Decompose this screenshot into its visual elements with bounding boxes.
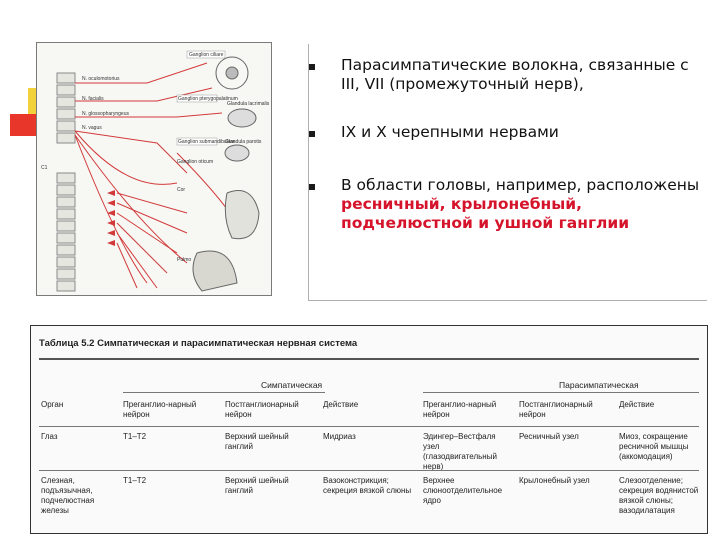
label-lacrimalis: Glandula lacrimalis [227,101,270,107]
label-oticum: Ganglion oticum [177,159,213,165]
table-cell: Т1–Т2 [123,432,147,441]
diagram-drawing: Ganglion ciliare N. oculomotorius N. fac… [41,50,270,292]
gland-organ [227,108,257,128]
header-action-symp: Действие [323,400,359,409]
comparison-table: Таблица 5.2 Симпатическая и парасимпатич… [30,325,708,534]
table-cell: Глаз [41,432,58,441]
bullet-text: В области головы, например, расположены … [341,176,701,233]
label-pulmo: Pulmo [177,257,191,263]
table-cell: Верхний шейный ганглий [225,432,289,451]
parasympathetic-diagram: Ganglion ciliare N. oculomotorius N. fac… [36,42,272,296]
parotid-organ [224,144,250,162]
bullet-square-icon [309,131,315,137]
eye-organ [215,56,249,90]
header-action-para: Действие [619,400,655,409]
table-cell: Верхнее слюноотделительное ядро [423,476,503,505]
nerve-fibers [74,62,238,289]
table-cell: Эдингер–Вестфаля узел (глазодвигательный… [423,432,497,471]
group-sympathetic: Симпатическая [261,380,323,390]
table-title: Таблица 5.2 Симпатическая и парасимпатич… [39,338,358,349]
table-cell: Ресничный узел [519,432,579,441]
afferent-arrows [107,190,115,246]
label-facialis: N. facialis [82,96,104,102]
label-submandibulare: Ganglion submandibulare [178,139,235,145]
ganglia-highlight: ресничный, крылонебный, подчелюстной и у… [341,195,630,232]
slide-accent-red [10,114,44,136]
label-cor: Cor [177,187,185,193]
bullet-text: Парасимпатические волокна, связанные с I… [341,56,689,93]
label-glossopharyngeus: N. glossopharyngeus [82,111,129,117]
header-post-para: Постганглионарный нейрон [519,400,593,419]
table-cell: Верхний шейный ганглий [225,476,289,495]
header-organ: Орган [41,400,64,409]
table-cell: Мидриаз [323,432,356,441]
table-cell: Слезоотделение; секреция водянистой вязк… [619,476,699,515]
header-pre-para: Преганглио-нарный нейрон [423,400,497,419]
label-vagus: N. vagus [82,125,102,131]
label-ganglion-ciliare: Ganglion ciliare [189,52,224,58]
spinal-column [56,72,76,292]
table-cell: Вазоконстрикция; секреция вязкой слюны [323,476,412,495]
bullet-square-icon [309,64,315,70]
header-post-symp: Постганглионарный нейрон [225,400,299,419]
table-cell: Т1–Т2 [123,476,147,485]
table-cell: Слезная, подъязычная, подчелюстная желез… [41,476,95,515]
bullet-square-icon [309,184,315,190]
lung-organ [224,190,260,240]
table-cell: Миоз, сокращение ресничной мышцы (аккомо… [619,432,689,461]
bullet-text: IX и X черепными нервами [341,123,559,141]
label-pterygopalatinum: Ganglion pterygopalatinum [178,96,238,102]
group-parasympathetic: Парасимпатическая [559,380,639,390]
table-cell: Крылонебный узел [519,476,590,485]
label-c1: C1 [41,165,48,171]
bullet-panel: Парасимпатические волокна, связанные с I… [308,44,707,301]
label-parotis: Glandula parotis [225,139,262,145]
heart-organ [192,250,238,292]
bullet-text-plain: В области головы, например, расположены [341,176,700,194]
header-pre-symp: Преганглио-нарный нейрон [123,400,197,419]
label-oculomotorius: N. oculomotorius [82,76,120,82]
